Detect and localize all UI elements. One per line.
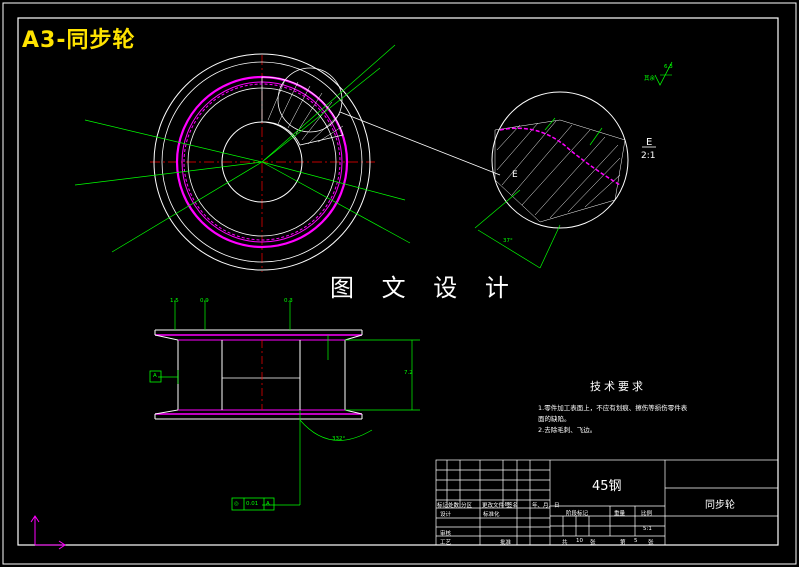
front-view (74, 44, 501, 272)
tb-row-1: 标准化 (483, 512, 500, 518)
tb-sheet-3: 第 (620, 540, 626, 546)
tb-stage-0: 阶段标记 (566, 511, 589, 517)
tb-stage-1: 重量 (614, 511, 626, 517)
tb-row-0: 设计 (440, 512, 452, 518)
tech-line-2: 面的缺陷。 (538, 415, 571, 423)
tb-stage-2: 比例 (641, 511, 653, 517)
ucs-axis-icon (30, 515, 66, 550)
inner-border (17, 17, 779, 546)
tb-header-1: 处数 (448, 503, 460, 509)
tol-datum: A (266, 501, 270, 507)
detail-letter: E (646, 137, 653, 148)
datum-label: A (153, 373, 157, 379)
title-block (435, 459, 779, 546)
detail-scale: 2:1 (641, 151, 656, 161)
section-view (149, 300, 420, 511)
tb-sheet-0: 共 (562, 540, 568, 546)
tol-symbol: ◎ (234, 501, 239, 507)
detail-view-e (474, 61, 673, 269)
tech-line-1: 1.零件加工表面上，不应有划痕、擦伤等损伤零件表 (538, 404, 688, 412)
part-name-label: 同步轮 (705, 500, 735, 511)
tb-sheet-2: 张 (590, 540, 596, 546)
tb-scale: 5:1 (643, 526, 652, 532)
tb-sheet-4: 5 (634, 538, 638, 544)
tb-header-4: 签名 (507, 503, 519, 509)
watermark-text: 图 文 设 计 (330, 274, 519, 302)
tb-header-0: 标记 (437, 503, 449, 509)
tb-row-4: 批准 (500, 540, 512, 546)
angle-detail: 37° (503, 238, 513, 244)
tb-sheet-1: 10 (576, 538, 583, 544)
surface-value: 6.3 (664, 64, 673, 70)
surface-note: 其余 (644, 76, 656, 82)
top-dim-0: 1.5 (170, 298, 179, 304)
height-dim: 7.2 (404, 370, 413, 376)
tb-header-2: 分区 (461, 503, 473, 509)
tb-header-5: 年、月、日 (532, 503, 560, 509)
tech-requirements-title: 技术要求 (590, 380, 646, 393)
top-dim-2: 0.3 (284, 298, 293, 304)
angle-bottom: 332° (332, 436, 346, 442)
detail-letter-inline: E (512, 170, 518, 180)
tol-value: 0.01 (246, 501, 259, 507)
tb-sheet-5: 张 (648, 540, 654, 546)
drawing-title: A3-同步轮 (22, 28, 136, 53)
datum-box (149, 370, 162, 383)
tb-row-3: 工艺 (440, 540, 452, 546)
tolerance-frame (231, 497, 275, 511)
tb-row-2: 审核 (440, 531, 452, 537)
tb-header-3: 更改文件号 (482, 503, 510, 509)
tech-line-3: 2.去除毛刺、飞边。 (538, 426, 597, 434)
material-label: 45钢 (592, 479, 622, 494)
top-dim-1: 0.9 (200, 298, 209, 304)
